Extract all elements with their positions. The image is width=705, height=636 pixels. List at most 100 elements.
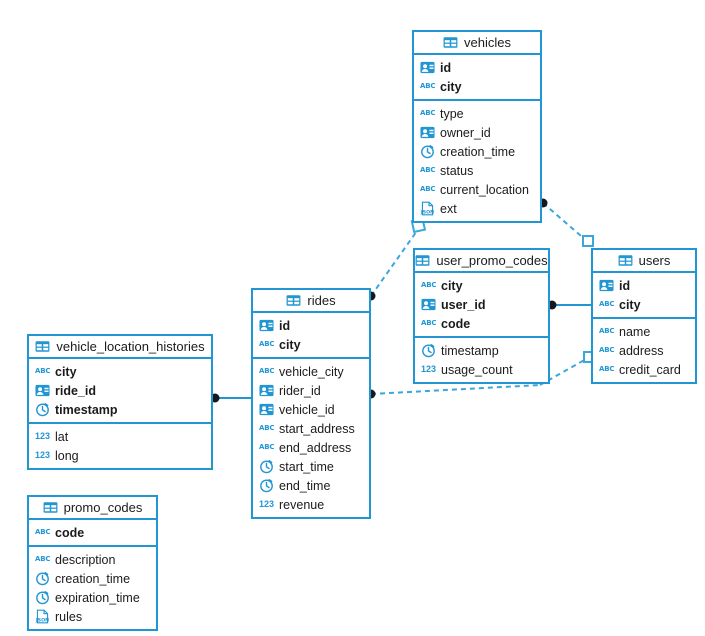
table-title-users[interactable]: users [593, 250, 695, 273]
column-name: end_address [279, 440, 352, 455]
table-name: users [638, 253, 671, 268]
column-row-vehicle_location_histories-long[interactable]: 123 long [29, 446, 211, 465]
edge-vehicles-users [538, 198, 594, 247]
abc-icon: ABC [599, 346, 615, 354]
column-name: usage_count [441, 362, 513, 377]
clock-icon [421, 144, 434, 159]
abc-icon: ABC [420, 82, 436, 90]
column-row-rides-end_time[interactable]: end_time [253, 476, 369, 495]
number-123-icon: 123 [35, 450, 51, 460]
primary-key-row-users-id[interactable]: id [593, 276, 695, 295]
column-name: user_id [441, 297, 486, 312]
column-row-user_promo_codes-timestamp[interactable]: timestamp [415, 341, 548, 360]
column-row-vehicles-owner_id[interactable]: owner_id [414, 123, 540, 142]
primary-key-row-vehicles-id[interactable]: id [414, 58, 540, 77]
column-name: long [55, 448, 79, 463]
column-row-promo_codes-creation_time[interactable]: creation_time [29, 569, 156, 588]
column-name: start_address [279, 421, 355, 436]
table-icon [443, 37, 458, 48]
column-name: description [55, 552, 116, 567]
clock-icon [36, 590, 49, 605]
column-name: current_location [440, 182, 529, 197]
table-title-rides[interactable]: rides [253, 290, 369, 313]
table-title-vehicle_location_histories[interactable]: vehicle_location_histories [29, 336, 211, 359]
column-name: city [55, 364, 77, 379]
column-row-promo_codes-expiration_time[interactable]: expiration_time [29, 588, 156, 607]
primary-key-row-vehicle_location_histories-timestamp[interactable]: timestamp [29, 400, 211, 419]
table-icon [618, 255, 633, 266]
edge-square-marker [582, 235, 594, 247]
clock-icon [260, 478, 273, 493]
column-name: city [441, 278, 463, 293]
table-title-user_promo_codes[interactable]: user_promo_codes [415, 250, 548, 273]
primary-key-row-user_promo_codes-user_id[interactable]: user_id [415, 295, 548, 314]
column-name: end_time [279, 478, 331, 493]
table-name: rides [307, 293, 336, 308]
column-row-rides-vehicle_id[interactable]: vehicle_id [253, 400, 369, 419]
abc-icon: ABC [421, 319, 437, 327]
svg-text:JSON: JSON [420, 209, 434, 215]
table-title-promo_codes[interactable]: promo_codes [29, 497, 156, 520]
id-card-icon [421, 298, 436, 311]
table-icon [286, 295, 301, 306]
edge-vlh-rides [210, 393, 251, 403]
column-row-rides-start_time[interactable]: start_time [253, 457, 369, 476]
edge-upc-users [547, 300, 591, 310]
id-card-icon [599, 279, 614, 292]
column-name: timestamp [55, 402, 118, 417]
column-name: id [619, 278, 631, 293]
column-name: lat [55, 429, 69, 444]
column-name: credit_card [619, 362, 681, 377]
primary-key-row-vehicle_location_histories-ride_id[interactable]: ride_id [29, 381, 211, 400]
id-card-icon [35, 384, 50, 397]
column-name: revenue [279, 497, 325, 512]
primary-key-row-rides-id[interactable]: id [253, 316, 369, 335]
column-row-rides-rider_id[interactable]: rider_id [253, 381, 369, 400]
clock-icon [36, 571, 49, 586]
clock-icon [36, 402, 49, 417]
column-name: city [619, 297, 641, 312]
abc-icon: ABC [420, 166, 436, 174]
id-card-icon [420, 61, 435, 74]
column-row-vehicles-creation_time[interactable]: creation_time [414, 142, 540, 161]
table-name: vehicles [464, 35, 511, 50]
table-title-vehicles[interactable]: vehicles [414, 32, 540, 55]
